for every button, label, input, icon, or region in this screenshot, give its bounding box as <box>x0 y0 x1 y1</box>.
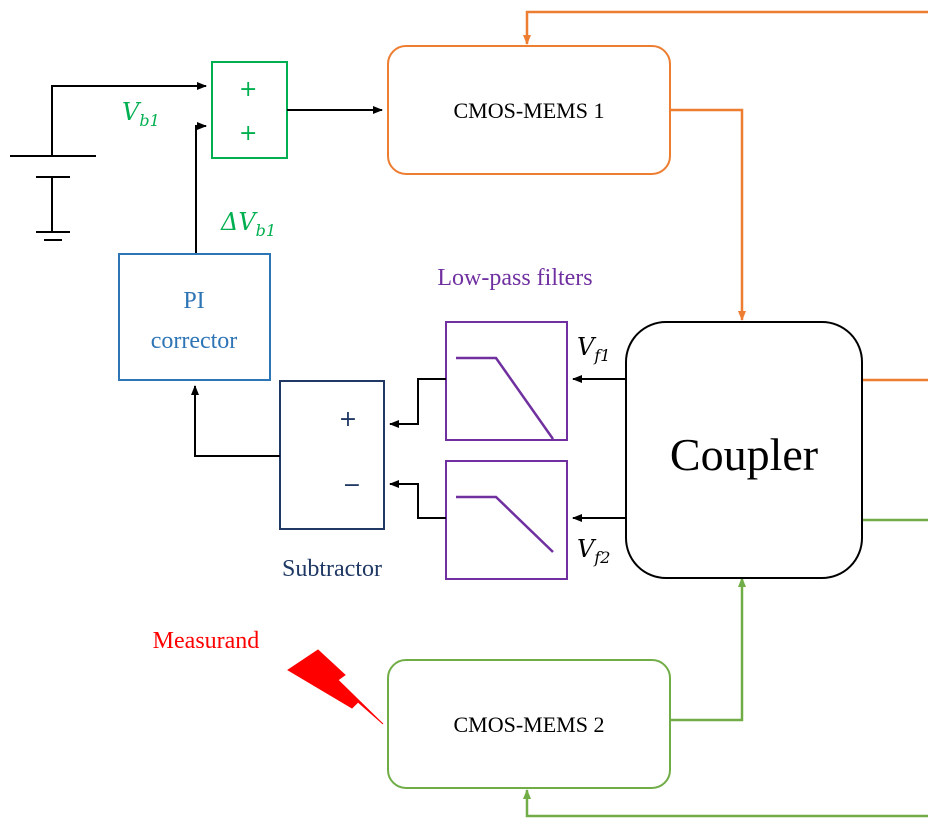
pi-to-adder-wire <box>195 122 207 253</box>
lightning-bolt-icon <box>287 649 384 725</box>
subtractor-block <box>279 380 385 530</box>
low-pass-filter-1 <box>445 321 568 441</box>
pi-corrector-label-line1: PI <box>183 288 204 314</box>
coupler-label: Coupler <box>670 429 818 480</box>
filter2-to-subtractor-wire <box>389 480 446 519</box>
filter-response-icon <box>456 356 555 440</box>
subtractor-plus-sign: + <box>339 407 357 432</box>
voltage-source-icon <box>10 82 207 241</box>
adder-top-sign: + <box>239 77 257 102</box>
coupler-block <box>625 321 863 579</box>
vb1-label: Vb1 <box>122 98 160 130</box>
vf1-label: Vf1 <box>577 333 610 365</box>
measurand-label: Measurand <box>153 628 260 654</box>
low-pass-filter-2 <box>445 460 568 580</box>
subtractor-label: Subtractor <box>282 556 382 582</box>
adder-block <box>211 61 288 159</box>
pi-corrector-block <box>118 253 271 381</box>
cmos-mems-1-block <box>387 45 671 175</box>
cmos-mems-2-block <box>387 659 671 789</box>
orange-signal-path <box>523 10 928 382</box>
vf2-label: Vf2 <box>577 535 610 567</box>
low-pass-filters-label: Low-pass filters <box>437 265 592 291</box>
cmos-mems-2-label: CMOS-MEMS 2 <box>454 712 605 737</box>
delta-vb1-label: ΔVb1 <box>220 208 276 240</box>
adder-bottom-sign: + <box>239 121 257 146</box>
subtractor-to-pi-wire <box>191 385 280 457</box>
filter1-to-subtractor-wire <box>389 378 446 428</box>
cmos-mems-1-label: CMOS-MEMS 1 <box>454 98 605 123</box>
subtractor-minus-sign: − <box>343 473 361 498</box>
green-signal-path <box>523 518 928 818</box>
pi-corrector-label-line2: corrector <box>151 328 238 354</box>
filter-response-icon <box>456 495 554 553</box>
